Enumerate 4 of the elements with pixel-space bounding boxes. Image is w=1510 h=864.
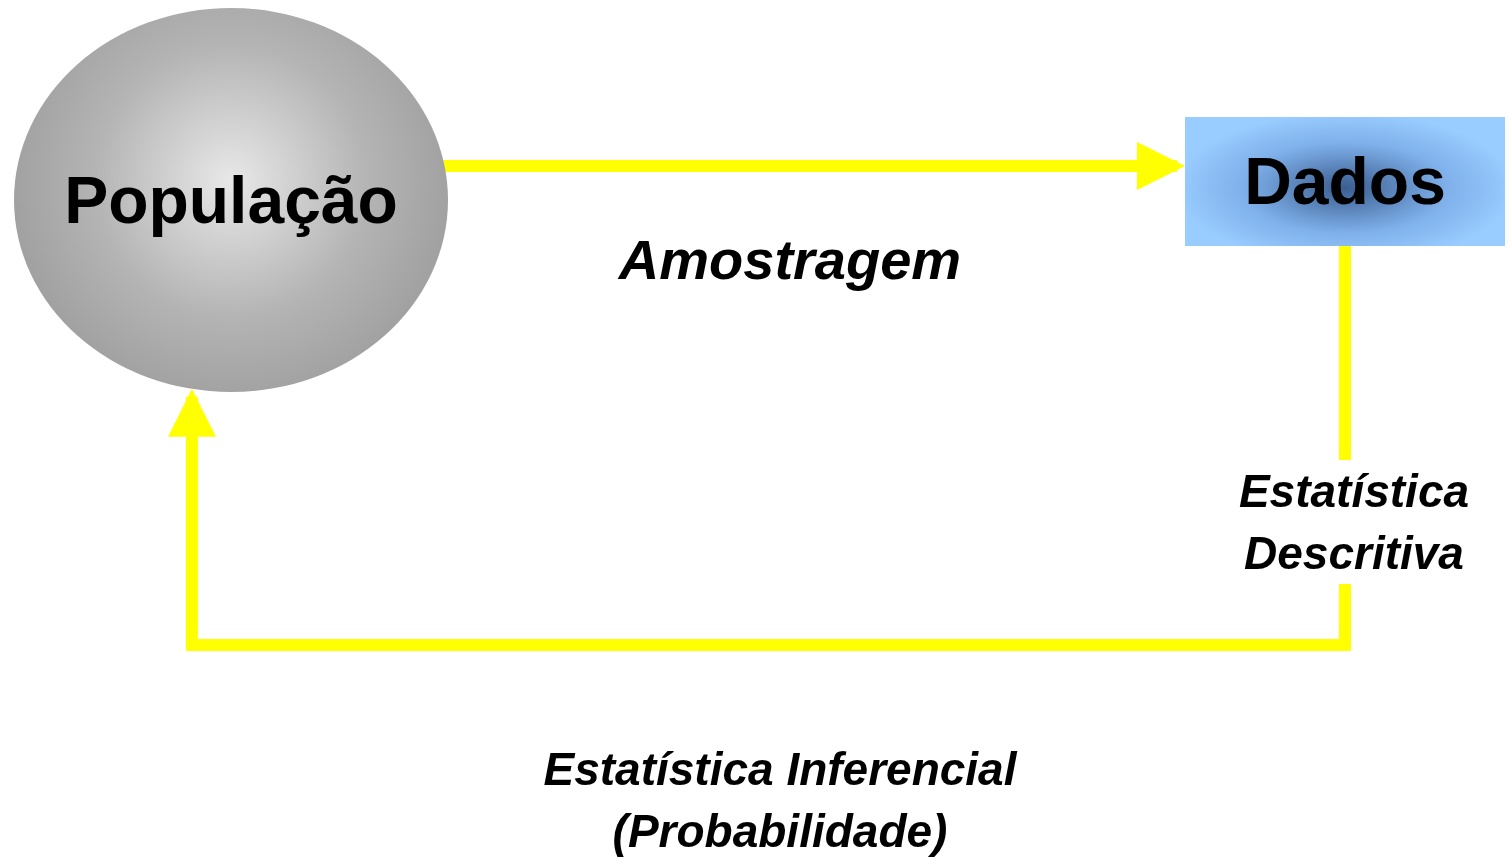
data-box (1185, 117, 1505, 246)
node-title: População (64, 161, 398, 239)
node-title: Dados (1244, 143, 1446, 220)
arrow (167, 246, 1351, 651)
